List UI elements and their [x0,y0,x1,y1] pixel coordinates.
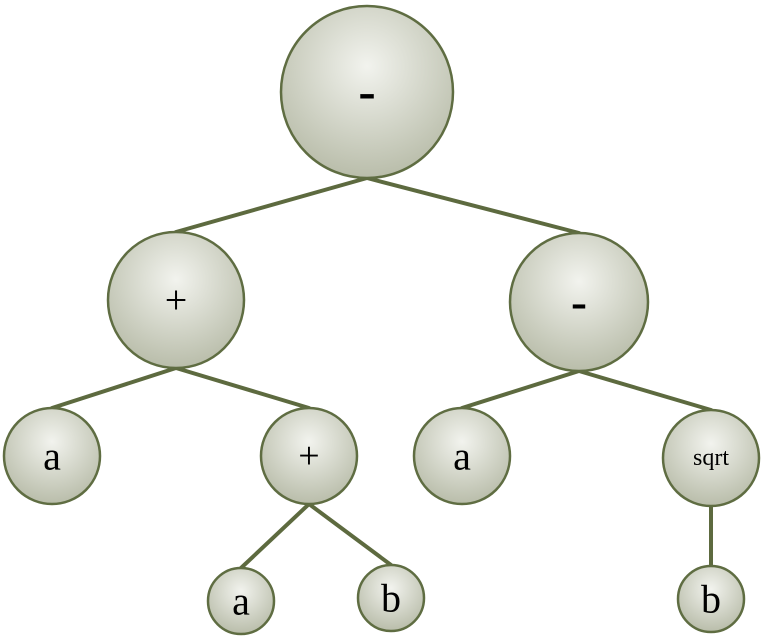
node-label: + [165,278,188,323]
edges-layer [50,176,713,570]
node-circle [2,406,102,506]
edge-root-to-minus-right [365,176,581,235]
node-circle [676,564,746,634]
node-circle [356,563,426,633]
node-circle [279,4,455,180]
node-circle [412,406,512,506]
node-label: - [571,276,587,329]
edge-minus-right-to-sqrt [577,369,713,412]
node-label: a [453,434,471,479]
edge-minus-right-to-leaf-a-2 [460,369,581,410]
node-root: - [279,4,455,180]
edge-plus-inner-to-leaf-a-3 [239,502,311,570]
node-circle [508,231,650,373]
edge-plus-inner-to-leaf-b-1 [307,502,393,567]
node-label: b [701,577,721,622]
node-leaf-b-2: b [676,564,746,634]
node-leaf-b-1: b [356,563,426,633]
node-leaf-a-3: a [206,566,276,636]
node-label: a [232,579,250,624]
node-leaf-a-2: a [412,406,512,506]
node-label: - [358,64,375,121]
node-circle [259,406,359,506]
node-circle [206,566,276,636]
node-label: + [298,435,319,477]
node-plus-left: + [106,230,246,370]
node-label: b [381,576,401,621]
node-circle [106,230,246,370]
node-minus-right: - [508,231,650,373]
node-sqrt: sqrt [661,408,761,508]
node-plus-inner: + [259,406,359,506]
node-leaf-a-1: a [2,406,102,506]
edge-root-to-plus-left [174,176,369,234]
node-label: sqrt [693,445,729,471]
nodes-layer: - + - a + a sqrt a b b [2,4,761,636]
edge-plus-left-to-leaf-a-1 [50,366,178,410]
node-label: a [43,434,61,479]
edge-plus-left-to-plus-inner [174,366,311,410]
node-circle [661,408,761,508]
